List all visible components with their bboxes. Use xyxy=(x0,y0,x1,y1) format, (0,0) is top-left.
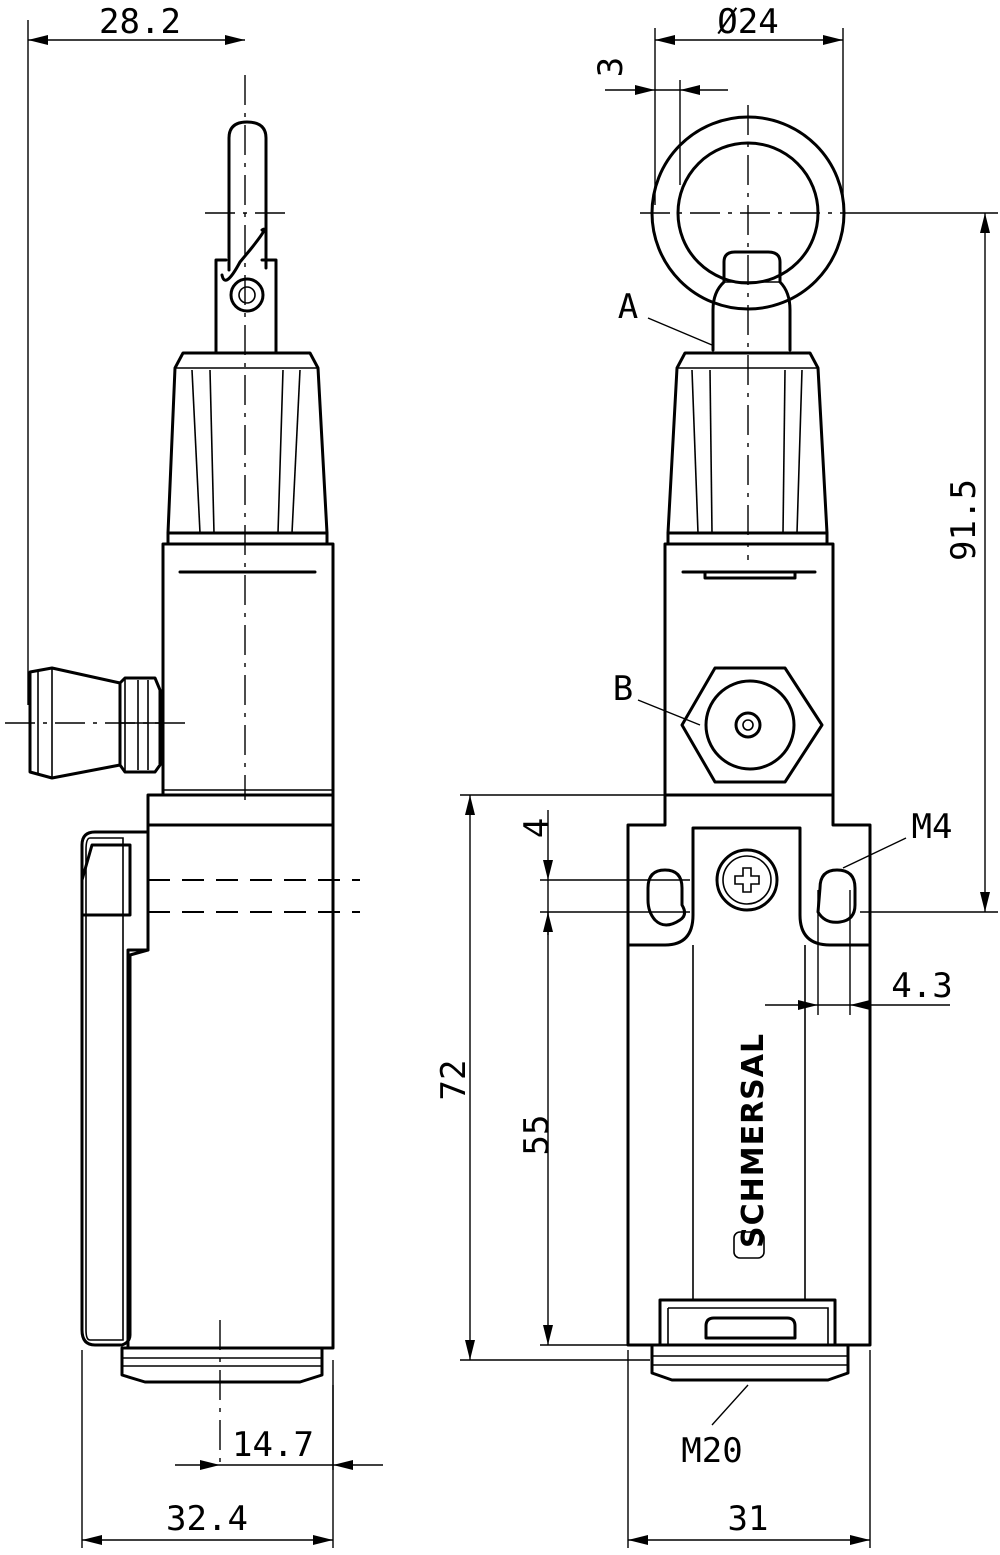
dim-91-5: 91.5 xyxy=(860,212,998,913)
callout-m20: M20 xyxy=(681,1384,749,1471)
dim-28-2: 28.2 xyxy=(27,2,245,705)
dim-label-32-4: 32.4 xyxy=(166,1499,248,1539)
dim-55: 55 xyxy=(517,912,628,1346)
dim-label-3: 3 xyxy=(591,57,631,77)
dim-label-31: 31 xyxy=(728,1499,769,1539)
dim-label-72: 72 xyxy=(434,1060,474,1101)
callout-b: B xyxy=(613,669,701,726)
label-b: B xyxy=(613,669,633,709)
dim-32-4: 32.4 xyxy=(81,1350,334,1548)
dim-label-14-7: 14.7 xyxy=(232,1425,314,1465)
dim-31: 31 xyxy=(627,1350,871,1548)
callout-a: A xyxy=(618,287,713,346)
dim-72: 72 xyxy=(434,794,665,1361)
dim-3: 3 xyxy=(591,57,728,185)
dim-4-3: 4.3 xyxy=(765,890,953,1015)
side-view xyxy=(5,75,360,1470)
callout-m4: M4 xyxy=(842,807,953,869)
dim-label-4-3: 4.3 xyxy=(891,966,952,1006)
dim-14-7: 14.7 xyxy=(175,1360,383,1470)
label-a: A xyxy=(618,287,638,327)
label-m20: M20 xyxy=(681,1431,742,1471)
dim-label-dia-24: Ø24 xyxy=(717,2,778,42)
dim-dia-24: Ø24 xyxy=(654,2,844,205)
dim-label-28-2: 28.2 xyxy=(99,2,181,42)
dim-4: 4 xyxy=(517,810,690,935)
label-m4: M4 xyxy=(912,807,953,847)
dim-label-55: 55 xyxy=(517,1115,557,1156)
schmersal-logo: SCHMERSAL xyxy=(733,1033,771,1259)
front-view xyxy=(626,105,872,1382)
brand-text: SCHMERSAL xyxy=(736,1033,771,1248)
dim-label-4: 4 xyxy=(517,818,557,838)
dim-label-91-5: 91.5 xyxy=(944,479,984,561)
